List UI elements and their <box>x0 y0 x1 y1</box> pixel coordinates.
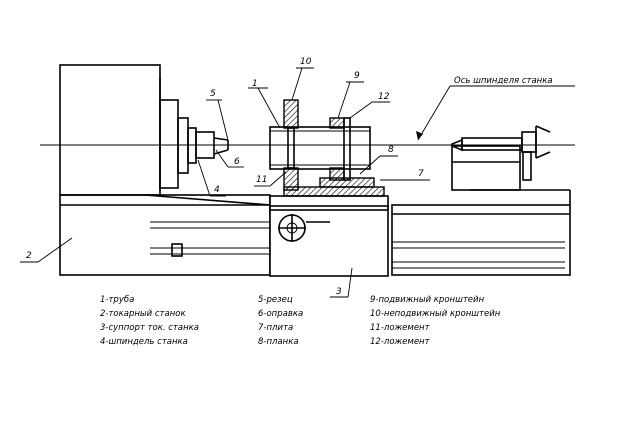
legend-item-1: 1-труба <box>100 295 134 305</box>
callout-10: 10 <box>300 57 312 67</box>
callout-3: 3 <box>336 287 342 297</box>
axis-label-leader <box>417 85 451 141</box>
callout-1: 1 <box>252 79 258 89</box>
callout-11: 11 <box>256 175 267 185</box>
legend-item-9: 9-подвижный кронштейн <box>370 295 485 305</box>
legend-item-8: 8-планка <box>258 337 299 347</box>
legend-item-7: 7-плита <box>258 323 293 333</box>
pipe <box>269 126 371 170</box>
callout-2: 2 <box>26 251 32 261</box>
callout-4: 4 <box>214 185 220 195</box>
legend-item-12: 12-ложемент <box>370 337 431 347</box>
legend-item-6: 6-оправка <box>258 309 303 319</box>
plate <box>283 186 385 197</box>
callout-6: 6 <box>234 157 240 167</box>
callout-leaders <box>20 67 430 298</box>
carriage <box>269 195 389 277</box>
legend-item-11: 11-ложемент <box>370 323 431 333</box>
callout-5: 5 <box>210 89 216 99</box>
strip <box>319 177 375 188</box>
axis-label: Ось шпинделя станка <box>454 76 553 86</box>
axis-label-arrowhead <box>416 131 423 140</box>
legend-item-5: 5-резец <box>258 295 293 305</box>
legend-item-3: 3-суппорт ток. станка <box>100 323 199 333</box>
legend-item-4: 4-шпиндель станка <box>100 337 188 347</box>
callout-8: 8 <box>388 145 394 155</box>
movable-bracket <box>329 117 351 181</box>
callout-7: 7 <box>418 169 424 179</box>
callout-12: 12 <box>378 92 390 102</box>
legend: 1-труба 2-токарный станок 3-суппорт ток.… <box>100 295 501 347</box>
callout-9: 9 <box>354 71 360 81</box>
tailstock <box>451 125 571 205</box>
fixed-bracket <box>283 99 299 191</box>
legend-item-10: 10-неподвижный кронштейн <box>370 309 501 319</box>
legend-item-2: 2-токарный станок <box>100 309 186 319</box>
